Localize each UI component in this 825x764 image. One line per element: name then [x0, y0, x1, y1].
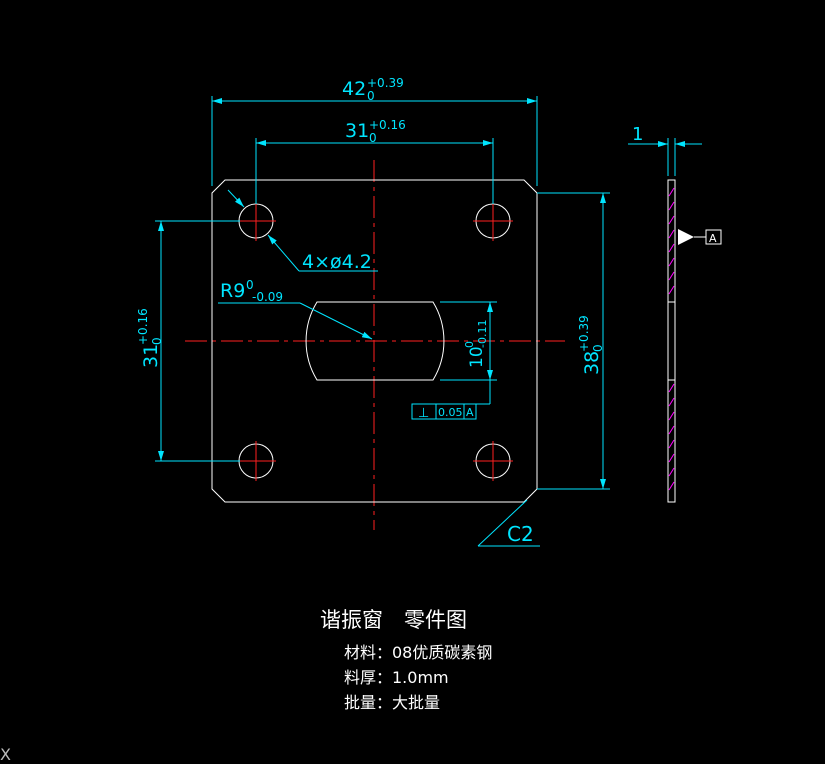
- dim-overall-height-lower: 0: [591, 344, 605, 352]
- dim-overall-width-upper: +0.39: [367, 76, 404, 90]
- dim-hole-spacing-y: [155, 220, 240, 462]
- tolerance-datum: A: [466, 406, 474, 419]
- dim-overall-height-label: 38 +0.39 0: [577, 315, 605, 375]
- dim-overall-width: [211, 96, 538, 186]
- dim-hole-spacing-y-label: 31 +0.16 0: [136, 308, 164, 368]
- dim-arc-radius-upper: 0: [246, 278, 254, 292]
- thickness-note: 料厚：1.0mm: [344, 668, 449, 687]
- dim-hole-spacing-y-lower: 0: [150, 337, 164, 345]
- dim-thickness-label: 1: [632, 124, 643, 145]
- dim-hole-spacing-x-upper: +0.16: [369, 118, 406, 132]
- dim-hole-spacing-x-base: 31: [345, 120, 369, 142]
- hole-bottom-right: [473, 441, 513, 481]
- dim-hole-spacing-y-upper: +0.16: [136, 308, 150, 345]
- tolerance-value: 0.05: [438, 406, 463, 419]
- dim-overall-height-upper: +0.39: [577, 315, 591, 352]
- dim-overall-width-lower: 0: [367, 89, 375, 103]
- leader-chamfer: [477, 499, 540, 547]
- dim-arc-radius-base: R9: [220, 280, 245, 302]
- dim-chamfer-label: C2: [507, 522, 534, 546]
- tolerance-symbol: ⊥: [418, 406, 429, 421]
- hole-top-right: [473, 201, 513, 241]
- side-view-hatch-top: [668, 187, 675, 295]
- hole-top-left: [236, 201, 276, 241]
- dim-overall-height: [537, 192, 610, 490]
- side-view-hatch-bottom: [668, 383, 675, 491]
- side-view: [667, 179, 676, 503]
- dim-slot-width-upper: 0: [463, 341, 476, 348]
- datum-marker: A: [678, 229, 722, 245]
- leader-arc-radius: [218, 302, 373, 340]
- dim-slot-width-label: 10 0 -0.11: [463, 320, 489, 368]
- dim-arc-radius-lower: -0.09: [252, 290, 283, 304]
- holes: [236, 201, 513, 481]
- dim-thickness: [628, 138, 702, 176]
- dim-holes-label: 4×ø4.2: [302, 251, 372, 273]
- leader-holes: [227, 189, 378, 272]
- material-note: 材料：08优质碳素钢: [344, 643, 492, 662]
- datum-marker-letter: A: [709, 232, 717, 245]
- batch-note: 批量：大批量: [344, 693, 440, 712]
- dim-hole-spacing-x-lower: 0: [369, 131, 377, 145]
- dim-slot-width: [440, 301, 497, 405]
- center-lines: [185, 160, 565, 530]
- hole-bottom-left: [236, 441, 276, 481]
- dim-slot-width-lower: -0.11: [476, 320, 489, 348]
- dim-overall-width-base: 42: [342, 78, 366, 100]
- center-slot: [305, 301, 445, 381]
- tolerance-frame: ⊥ 0.05 A: [411, 403, 477, 421]
- drawing-title: 谐振窗 零件图: [320, 608, 467, 632]
- dim-hole-spacing-y-base: 31: [140, 344, 162, 368]
- plate-outline: [211, 179, 538, 503]
- dim-slot-width-base: 10: [467, 346, 487, 368]
- dim-overall-height-base: 38: [581, 351, 603, 375]
- dim-hole-spacing-x: [255, 138, 494, 204]
- ucs-cursor: X: [0, 745, 11, 764]
